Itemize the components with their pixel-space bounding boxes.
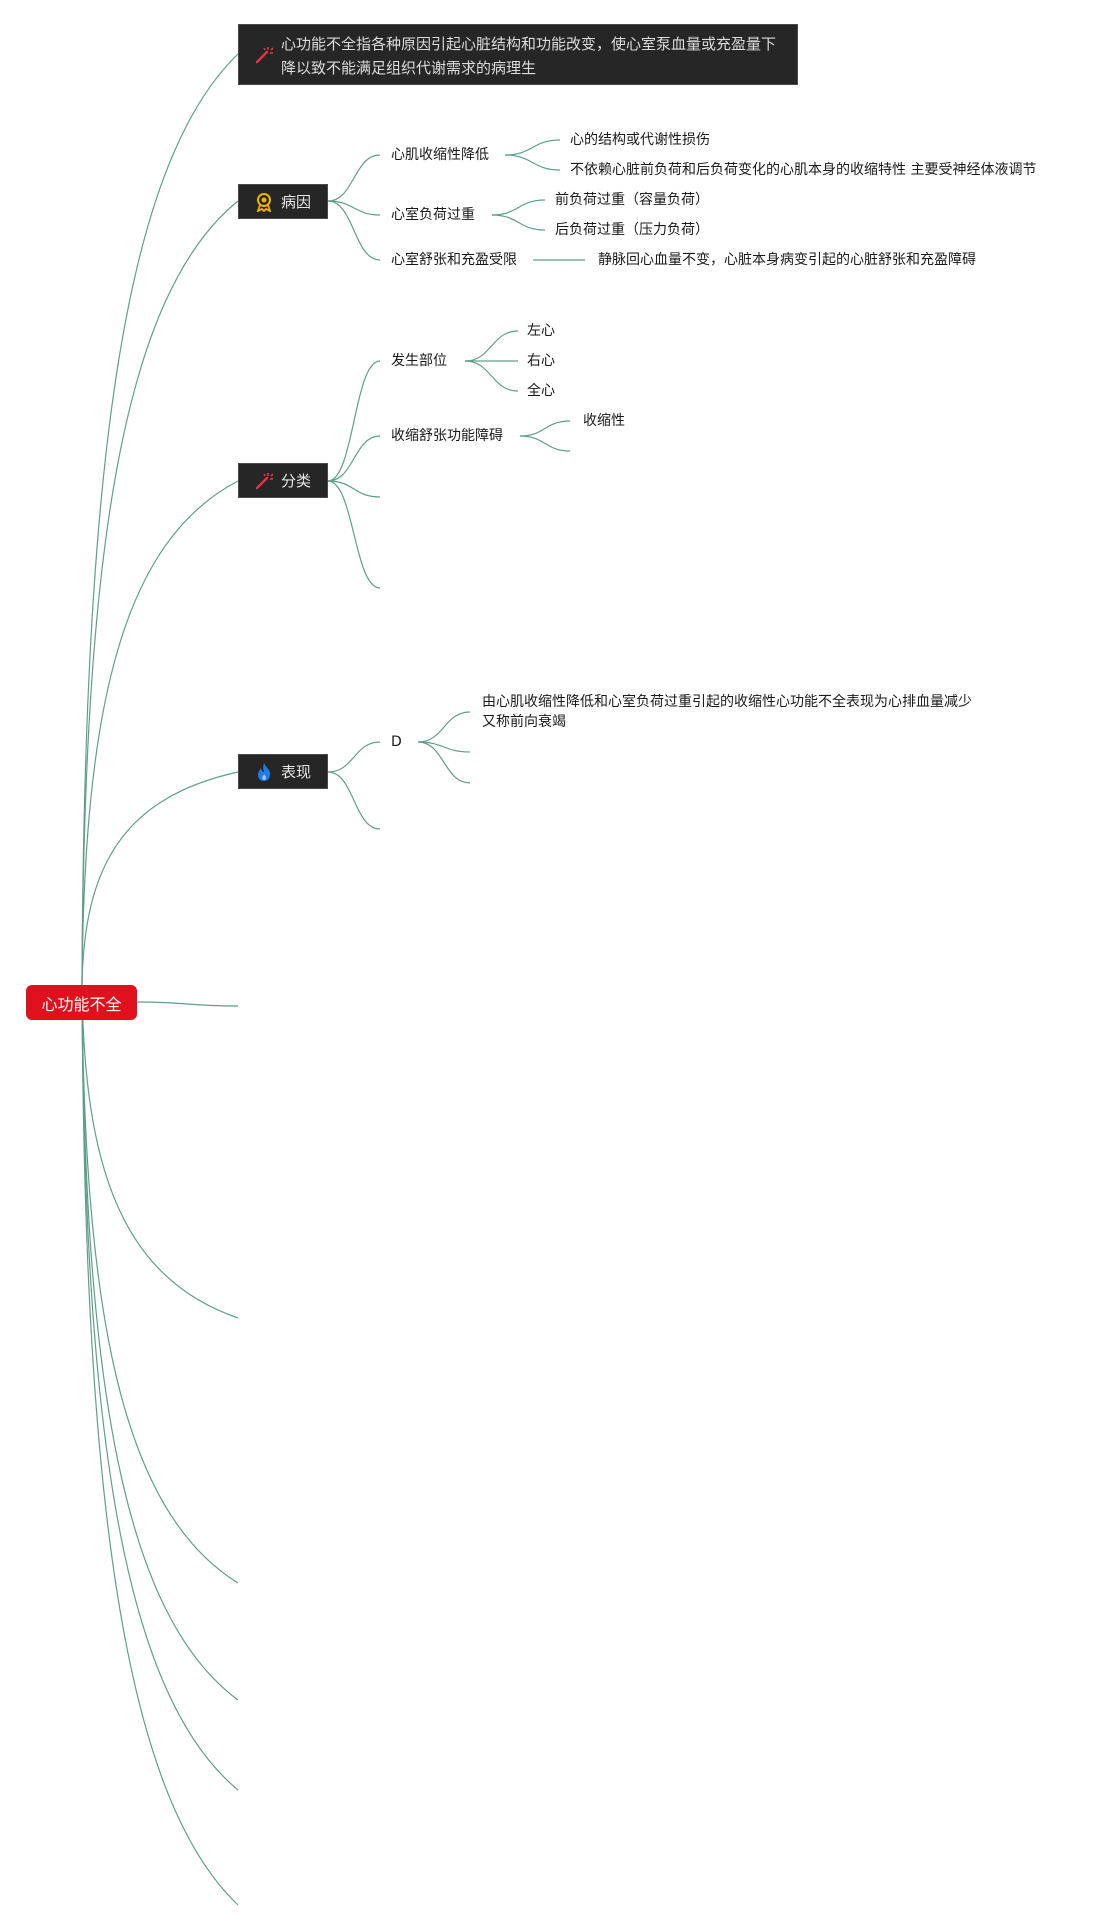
topic-manifestation[interactable]: 表现 [238, 754, 328, 789]
link-function-systolic [519, 420, 571, 437]
link-manifestation-empty [327, 771, 381, 830]
link-function-empty [519, 435, 571, 452]
classification-location-leaf-whole[interactable]: 全心 [527, 383, 555, 399]
link-overload-leaf-1 [491, 199, 546, 216]
topic-classification-label: 分类 [281, 472, 312, 490]
link-root-empty-2 [81, 984, 239, 1319]
link-root-manifestation [81, 771, 239, 986]
manifestation-text-line-1: 由心肌收缩性降低和心室负荷过重引起的收缩性心功能不全表现为心排血量减少 [482, 694, 972, 710]
topic-etiology-label: 病因 [281, 193, 312, 211]
link-root-empty-4 [81, 984, 239, 1701]
etiology-contractility-node[interactable]: 心肌收缩性降低 [391, 147, 489, 163]
link-root-etiology [81, 200, 239, 986]
classification-function-node[interactable]: 收缩舒张功能障碍 [391, 428, 503, 444]
link-root-definition [81, 53, 239, 986]
link-d-empty-1 [417, 741, 471, 753]
link-root-empty-3 [81, 984, 239, 1584]
link-location-whole [464, 360, 519, 392]
topic-etiology[interactable]: 病因 [238, 184, 328, 219]
link-manifestation-d [327, 741, 381, 773]
etiology-contractility-leaf-1[interactable]: 心的结构或代谢性损伤 [570, 132, 710, 148]
manifestation-text-line-2: 又称前向衰竭 [482, 714, 566, 730]
link-classification-empty-2 [327, 480, 381, 589]
link-etiology-overload [327, 200, 381, 216]
link-overload-leaf-2 [491, 214, 546, 231]
root-topic[interactable]: 心功能不全 [26, 985, 137, 1020]
link-root-empty-6 [81, 984, 239, 1906]
topic-classification[interactable]: 分类 [238, 463, 328, 498]
link-etiology-filling [327, 200, 381, 261]
definition-text: 心功能不全指各种原因引起心脏结构和功能改变，使心室泵血量或充盈量下降以致不能满足… [281, 35, 777, 77]
etiology-filling-leaf-1[interactable]: 静脉回心血量不变，心脏本身病变引起的心脏舒张和充盈障碍 [598, 252, 976, 268]
link-contractility-leaf-1 [504, 139, 561, 156]
etiology-overload-leaf-1[interactable]: 前负荷过重（容量负荷） [555, 192, 709, 208]
classification-location-node[interactable]: 发生部位 [391, 353, 447, 369]
link-classification-location [327, 360, 381, 482]
root-label: 心功能不全 [41, 994, 122, 1014]
manifestation-d-node[interactable]: D [391, 734, 402, 750]
link-d-leaf-1 [417, 711, 471, 743]
award-badge-icon [253, 191, 275, 213]
etiology-overload-node[interactable]: 心室负荷过重 [391, 207, 475, 223]
etiology-overload-leaf-2[interactable]: 后负荷过重（压力负荷） [555, 222, 709, 238]
link-root-empty-5 [81, 984, 239, 1791]
etiology-contractility-leaf-2[interactable]: 不依赖心脏前负荷和后负荷变化的心肌本身的收缩特性 主要受神经体液调节 [570, 162, 1037, 178]
link-root-empty-1 [136, 1001, 239, 1007]
link-location-left [464, 330, 519, 362]
classification-location-leaf-right[interactable]: 右心 [527, 353, 555, 369]
magic-wand-icon [253, 44, 275, 66]
classification-function-leaf-systolic[interactable]: 收缩性 [583, 413, 625, 429]
link-root-classification [81, 480, 239, 986]
etiology-filling-node[interactable]: 心室舒张和充盈受限 [391, 252, 517, 268]
link-contractility-leaf-2 [504, 154, 561, 171]
link-d-empty-2 [417, 741, 471, 784]
flame-icon [253, 761, 275, 783]
manifestation-d-leaf-forward-failure[interactable]: 由心肌收缩性降低和心室负荷过重引起的收缩性心功能不全表现为心排血量减少 又称前向… [482, 692, 972, 732]
topic-manifestation-label: 表现 [281, 763, 312, 781]
magic-wand-icon [253, 470, 275, 492]
definition-topic[interactable]: 心功能不全指各种原因引起心脏结构和功能改变，使心室泵血量或充盈量下降以致不能满足… [238, 24, 798, 85]
link-etiology-contractility [327, 154, 381, 202]
link-classification-function [327, 435, 381, 482]
classification-location-leaf-left[interactable]: 左心 [527, 323, 555, 339]
link-classification-empty-1 [327, 480, 381, 498]
